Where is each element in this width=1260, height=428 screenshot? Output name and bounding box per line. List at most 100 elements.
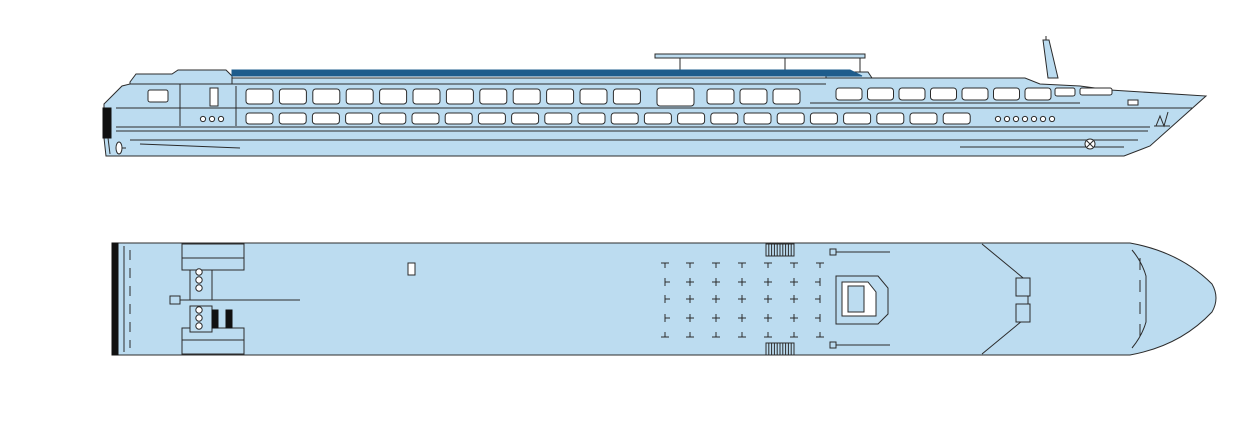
porthole <box>1039 115 1047 123</box>
sunbed-marker <box>764 332 772 338</box>
porthole <box>1048 115 1056 123</box>
cabin-window <box>739 88 768 105</box>
lower-window-row <box>245 112 971 125</box>
sunbed-marker <box>790 295 798 303</box>
roof-stripe <box>231 69 863 77</box>
cabin-window <box>345 112 374 125</box>
porthole <box>1012 115 1020 123</box>
cabin-window <box>577 112 606 125</box>
sunbed-marker <box>712 332 720 338</box>
cabin-window <box>444 112 473 125</box>
porthole <box>1030 115 1038 123</box>
aft-bollards <box>195 268 203 330</box>
cabin-window <box>378 112 407 125</box>
cabin-window <box>909 112 938 125</box>
sunbed-marker <box>712 314 720 322</box>
deck-hatch <box>407 262 416 276</box>
cabin-window <box>445 88 474 105</box>
stern-waterline <box>139 143 241 149</box>
company-logo-icon <box>1154 111 1170 128</box>
cabin-window <box>772 88 801 105</box>
cabin-window <box>706 88 735 105</box>
cabin-window <box>612 88 641 105</box>
cabin-window <box>544 112 573 125</box>
cabin-window <box>743 112 772 125</box>
stairs-bottom <box>765 342 795 356</box>
bollard <box>195 268 203 276</box>
sunbed-marker <box>764 314 772 322</box>
porthole-rows <box>199 115 1056 123</box>
porthole <box>994 115 1002 123</box>
sunbed-marker <box>661 332 669 338</box>
wheelhouse <box>129 69 233 85</box>
forward-window <box>898 87 926 101</box>
cabin-window <box>477 112 506 125</box>
cabin-window <box>876 112 905 125</box>
propeller-icon <box>115 141 126 155</box>
cabin-window <box>643 112 672 125</box>
sunbed-marker <box>686 314 694 322</box>
cabin-window <box>710 112 739 125</box>
sunbed-marker <box>815 314 821 322</box>
sunbed-marker <box>661 262 669 268</box>
anchor-icon <box>1084 138 1096 150</box>
cabin-window <box>379 88 408 105</box>
sunbed-marker <box>738 295 746 303</box>
cabin-window <box>345 88 374 105</box>
sunbed-marker <box>790 278 798 286</box>
cabin-window <box>677 112 706 125</box>
sunbed-marker <box>790 262 798 268</box>
cabin-window <box>546 88 575 105</box>
forward-window <box>1024 87 1052 101</box>
lounge-window <box>656 87 695 107</box>
porthole <box>1021 115 1029 123</box>
upper-window-row <box>245 87 1113 107</box>
vent-box <box>1127 99 1139 106</box>
cabin-window <box>412 88 441 105</box>
forward-window <box>993 87 1020 101</box>
sunbed-marker <box>712 278 720 286</box>
cabin-window <box>479 88 508 105</box>
sunbed-marker <box>738 332 746 338</box>
sunbed-marker <box>816 262 824 268</box>
sunbed-marker <box>686 278 694 286</box>
sunbed-marker <box>686 295 694 303</box>
stern-bumper <box>102 107 112 139</box>
sunbed-grid <box>661 262 824 338</box>
bollard <box>195 284 203 292</box>
sunbed-marker <box>764 295 772 303</box>
sunbed-marker <box>712 262 720 268</box>
side-elevation-view <box>102 36 1208 157</box>
cabin-window <box>411 112 440 125</box>
cabin-window <box>512 88 541 105</box>
cabin-window <box>245 112 274 125</box>
cabin-window <box>776 112 805 125</box>
porthole <box>208 115 216 123</box>
wheelhouse-window <box>147 89 169 103</box>
bridge-window <box>1079 87 1113 96</box>
sunbed-marker <box>686 262 694 268</box>
porthole <box>199 115 207 123</box>
porthole <box>217 115 225 123</box>
sunbed-marker <box>664 295 670 303</box>
cabin-window <box>610 112 639 125</box>
stern-edge <box>111 242 119 356</box>
sunbed-marker <box>815 278 821 286</box>
forward-window <box>867 87 894 101</box>
bollard <box>195 276 203 284</box>
cabin-window <box>312 88 341 105</box>
porthole <box>1003 115 1011 123</box>
cabin-window <box>843 112 872 125</box>
bollard <box>195 322 203 330</box>
cabin-window <box>809 112 838 125</box>
sunbed-marker <box>790 314 798 322</box>
bollard <box>195 306 203 314</box>
sunbed-marker <box>738 262 746 268</box>
forward-window <box>930 87 957 101</box>
deck-plan-view <box>111 242 1217 356</box>
sunbed-marker <box>664 314 670 322</box>
sunbed-marker <box>738 278 746 286</box>
cabin-window <box>311 112 340 125</box>
cabin-window <box>579 88 608 105</box>
